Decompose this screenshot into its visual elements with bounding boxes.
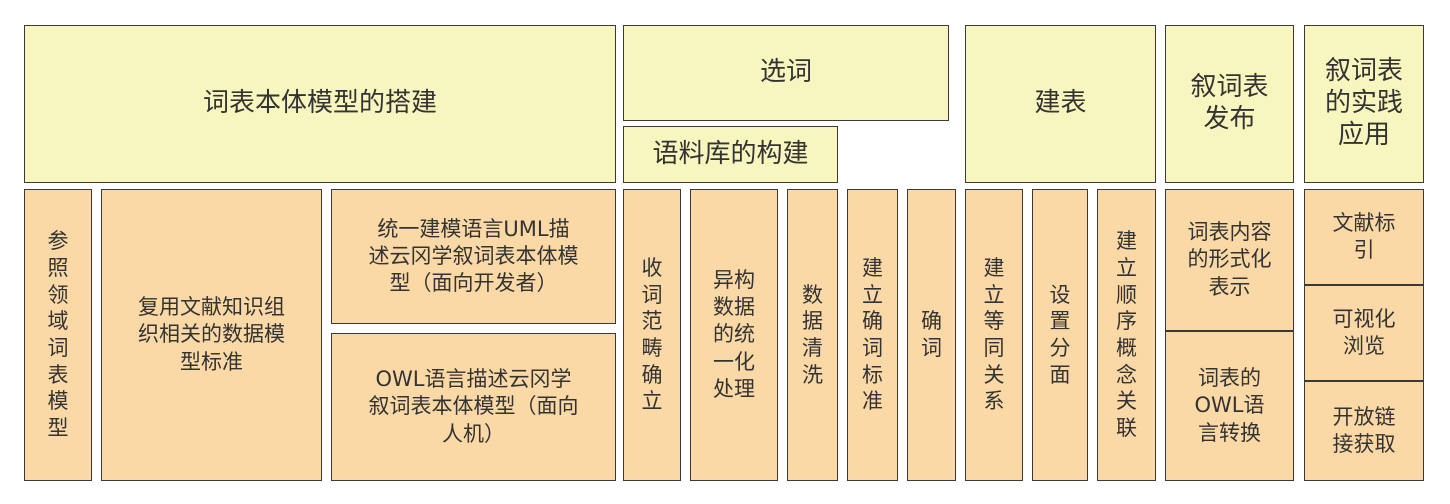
owl-conversion-box: 词表的 OWL语 言转换 bbox=[1165, 331, 1294, 481]
order-concept-box: 建 立 顺 序 概 念 关 联 bbox=[1097, 189, 1156, 481]
thesaurus-publish-box: 叙词表 发布 bbox=[1165, 25, 1294, 183]
document-indexing-box: 文献标 引 bbox=[1304, 189, 1424, 285]
formal-representation-label: 词表内容 的形式化 表示 bbox=[1187, 220, 1272, 299]
ontology-model-build-label: 词表本体模型的搭建 bbox=[202, 88, 437, 119]
visual-browsing-label: 可视化 浏览 bbox=[1332, 306, 1396, 358]
thesaurus-application-box: 叙词表 的实践 应用 bbox=[1304, 25, 1424, 183]
open-link-label: 开放链 接获取 bbox=[1332, 404, 1396, 456]
facet-setting-box: 设 置 分 面 bbox=[1032, 189, 1088, 481]
word-standard-label: 建 立 确 词 标 准 bbox=[862, 256, 883, 414]
heterogeneous-data-label: 异构 数据 的统 一化 处理 bbox=[713, 267, 755, 401]
reuse-data-model-box: 复用文献知识组 织相关的数据模 型标准 bbox=[101, 189, 322, 481]
scope-determination-label: 收 词 范 畴 确 立 bbox=[641, 256, 663, 414]
document-indexing-label: 文献标 引 bbox=[1332, 210, 1396, 262]
build-table-box: 建表 bbox=[965, 25, 1156, 183]
thesaurus-application-label: 叙词表 的实践 应用 bbox=[1324, 56, 1403, 150]
equivalence-relation-label: 建 立 等 同 关 系 bbox=[983, 256, 1005, 414]
open-link-box: 开放链 接获取 bbox=[1304, 381, 1424, 481]
corpus-build-box: 语料库的构建 bbox=[623, 126, 838, 183]
thesaurus-publish-label: 叙词表 发布 bbox=[1190, 72, 1269, 134]
owl-conversion-label: 词表的 OWL语 言转换 bbox=[1194, 366, 1265, 445]
word-standard-box: 建 立 确 词 标 准 bbox=[847, 189, 898, 481]
confirm-word-label: 确 词 bbox=[921, 309, 942, 360]
word-selection-box: 选词 bbox=[623, 25, 949, 121]
uml-description-label: 统一建模语言UML描 述云冈学叙词表本体模 型（面向开发者） bbox=[368, 216, 579, 296]
data-cleaning-box: 数 据 清 洗 bbox=[787, 189, 838, 481]
corpus-build-label: 语料库的构建 bbox=[652, 138, 809, 169]
word-selection-label: 选词 bbox=[759, 57, 812, 88]
uml-description-box: 统一建模语言UML描 述云冈学叙词表本体模 型（面向开发者） bbox=[331, 189, 616, 324]
reference-domain-thesaurus-label: 参 照 领 域 词 表 模 型 bbox=[47, 229, 69, 440]
confirm-word-box: 确 词 bbox=[907, 189, 956, 481]
build-table-label: 建表 bbox=[1034, 88, 1087, 119]
equivalence-relation-box: 建 立 等 同 关 系 bbox=[965, 189, 1023, 481]
reference-domain-thesaurus-box: 参 照 领 域 词 表 模 型 bbox=[24, 189, 92, 481]
order-concept-label: 建 立 顺 序 概 念 关 联 bbox=[1116, 229, 1137, 440]
formal-representation-box: 词表内容 的形式化 表示 bbox=[1165, 189, 1294, 331]
ontology-model-build-box: 词表本体模型的搭建 bbox=[24, 25, 616, 183]
heterogeneous-data-box: 异构 数据 的统 一化 处理 bbox=[690, 189, 778, 481]
reuse-data-model-label: 复用文献知识组 织相关的数据模 型标准 bbox=[138, 295, 285, 374]
visual-browsing-box: 可视化 浏览 bbox=[1304, 285, 1424, 381]
owl-description-label: OWL语言描述云冈学 叙词表本体模型（面向 人机） bbox=[368, 367, 579, 446]
data-cleaning-label: 数 据 清 洗 bbox=[802, 282, 823, 387]
scope-determination-box: 收 词 范 畴 确 立 bbox=[623, 189, 681, 481]
facet-setting-label: 设 置 分 面 bbox=[1049, 282, 1071, 387]
owl-description-box: OWL语言描述云冈学 叙词表本体模型（面向 人机） bbox=[331, 333, 616, 481]
